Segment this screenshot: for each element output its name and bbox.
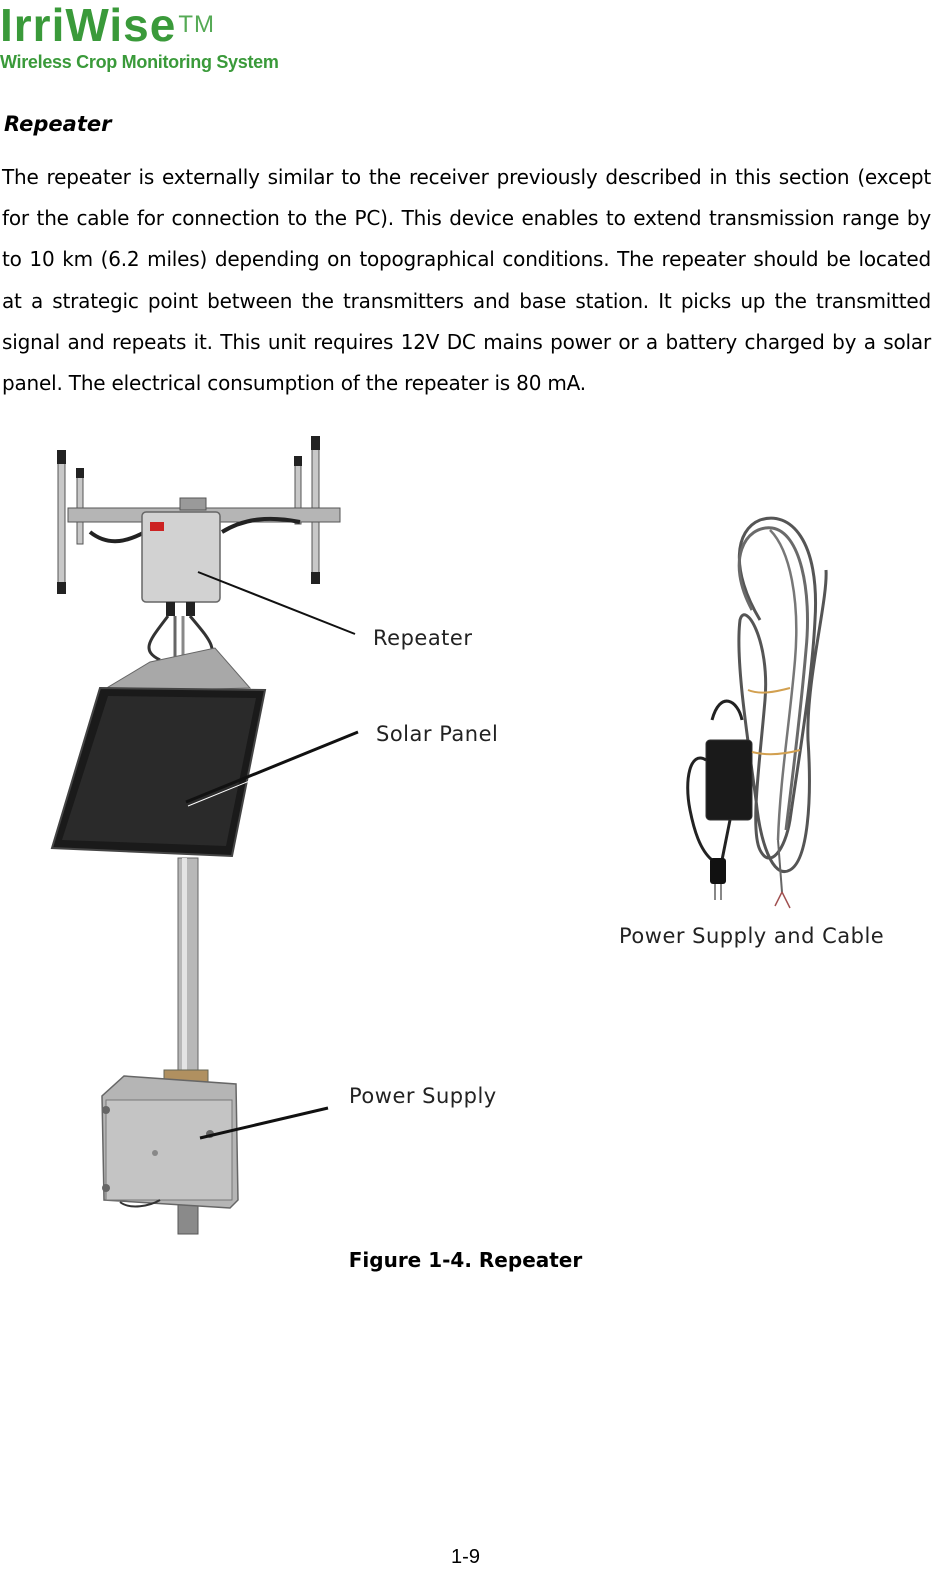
repeater-pointer-line — [197, 571, 356, 635]
callout-power-supply-cable: Power Supply and Cable — [619, 924, 885, 948]
power-adapter — [705, 739, 753, 821]
callout-solar-panel: Solar Panel — [376, 722, 499, 746]
callout-power-supply: Power Supply — [349, 1084, 497, 1108]
section-heading: Repeater — [4, 112, 112, 136]
antenna-right-short — [294, 456, 302, 525]
logo-wordmark: IrriWiseTM — [0, 0, 215, 51]
body-paragraph: The repeater is externally similar to th… — [2, 165, 931, 396]
logo-tagline: Wireless Crop Monitoring System — [0, 52, 279, 72]
irriwise-logo: IrriWiseTM Wireless Crop Monitoring Syst… — [0, 2, 280, 78]
repeater-figure: Repeater Solar Panel Power Supply Power … — [0, 420, 941, 1240]
repeater-label-sticker — [150, 522, 164, 531]
solar-panel-pointer-line — [185, 730, 359, 804]
power-supply-cable-image — [686, 516, 828, 909]
logo-trademark: TM — [178, 11, 215, 38]
plug — [710, 858, 726, 884]
page-number: 1-9 — [451, 1546, 480, 1568]
callout-repeater: Repeater — [373, 626, 473, 650]
figure-caption: Figure 1-4. Repeater — [348, 1248, 583, 1272]
antenna-left-tall — [57, 450, 66, 594]
power-supply-pointer-line — [199, 1106, 329, 1140]
antenna-left-short — [76, 468, 84, 545]
repeater-box — [141, 511, 221, 603]
mounting-pole — [177, 857, 199, 1084]
panel-mount-bracket — [98, 647, 252, 693]
repeater-illustration — [50, 436, 828, 1235]
